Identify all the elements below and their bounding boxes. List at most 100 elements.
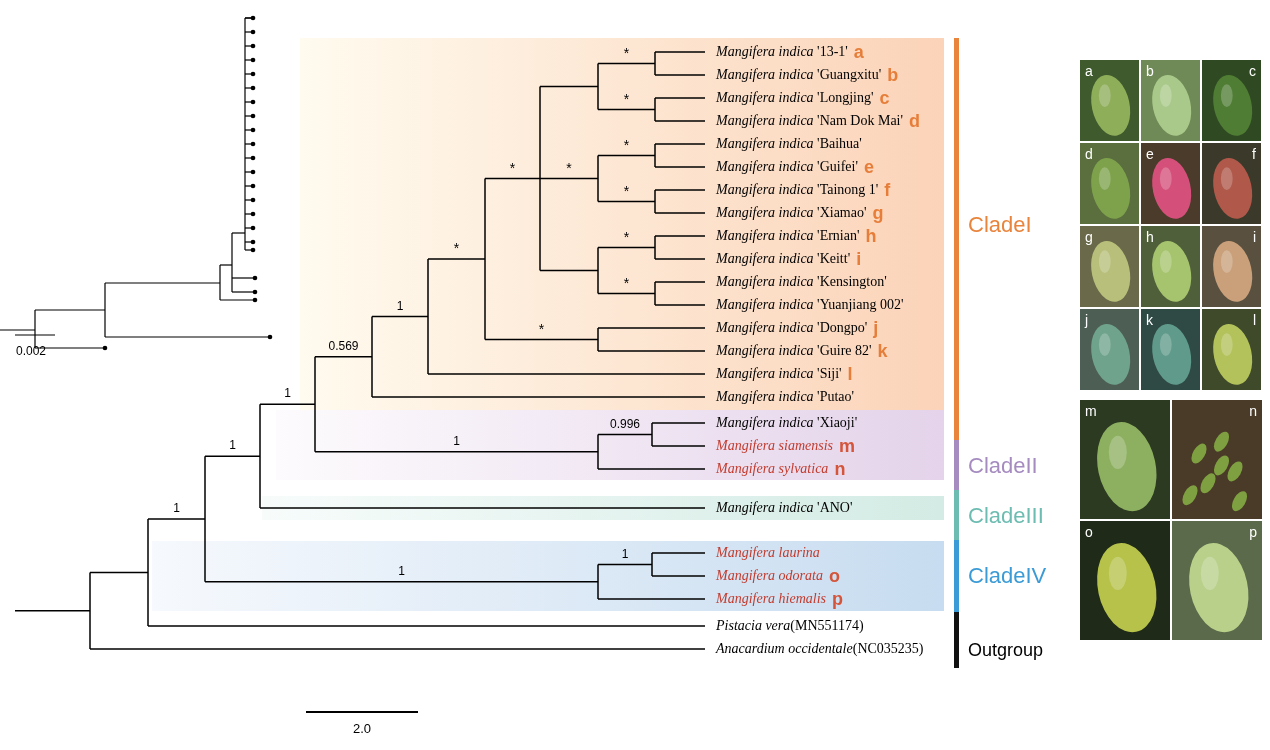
taxon-name: Mangifera indica 'Siji'	[716, 366, 842, 382]
species-name: Mangifera indica	[716, 297, 817, 312]
fruit-shape	[1147, 237, 1197, 305]
support-value: *	[510, 159, 515, 175]
fruit-photo	[1202, 143, 1261, 224]
tip-dot	[251, 44, 256, 49]
cultivar-name: 'Kensington'	[817, 274, 887, 289]
inset-branch	[35, 309, 105, 310]
clade-label: CladeII	[968, 453, 1038, 479]
taxon-name: Mangifera hiemalis	[716, 591, 826, 607]
fruit-shape	[1208, 71, 1258, 139]
fruit-photo	[1172, 400, 1262, 519]
fruit-shape	[1188, 441, 1209, 466]
tree-branch	[148, 518, 205, 520]
support-value: 1	[622, 548, 629, 562]
species-name: Mangifera indica	[716, 415, 817, 430]
fruit-shape	[1211, 453, 1232, 478]
taxon-name: Mangifera sylvatica	[716, 461, 828, 477]
photo-ground	[1080, 226, 1139, 307]
photo-callout: n	[834, 459, 845, 480]
cultivar-name: 'Xiamao'	[817, 205, 866, 220]
species-name: Mangifera indica	[716, 182, 817, 197]
support-value: 0.569	[328, 340, 358, 354]
support-value: 1	[229, 439, 236, 453]
cultivar-name: 'Guire 82'	[817, 343, 871, 358]
fruit-photo	[1080, 309, 1139, 390]
photo-ground	[1172, 400, 1262, 519]
cultivar-name: 'Siji'	[817, 366, 842, 381]
clade-label: CladeI	[968, 212, 1032, 238]
photo-callout: l	[848, 364, 853, 385]
fruit-highlight	[1221, 333, 1233, 356]
support-value: *	[454, 240, 459, 256]
cultivar-name: 'Keitt'	[817, 251, 850, 266]
scale-bar	[306, 711, 418, 713]
taxon-name: Anacardium occidentale(NC035235)	[716, 641, 924, 657]
cultivar-name: 'Yuanjiang 002'	[817, 297, 903, 312]
fruit-photo	[1080, 60, 1139, 141]
scale-label: 2.0	[353, 722, 371, 737]
fruit-highlight	[1099, 333, 1111, 356]
taxon-name: Mangifera indica 'Nam Dok Mai'	[716, 113, 903, 129]
photo-callout: k	[878, 341, 888, 362]
taxon-name: Mangifera indica '13-1'	[716, 44, 848, 60]
taxon-name: Mangifera indica 'Yuanjiang 002'	[716, 297, 903, 313]
photo-letter: d	[1085, 146, 1093, 162]
tip-dot	[253, 276, 258, 281]
fruit-photo	[1141, 309, 1200, 390]
species-name: Mangifera indica	[716, 320, 817, 335]
fruit-highlight	[1160, 250, 1172, 273]
fruit-shape	[1089, 537, 1164, 637]
cultivar-name: 'ANO'	[817, 500, 852, 515]
photo-callout: b	[887, 65, 898, 86]
photo-ground	[1141, 60, 1200, 141]
tip-dot	[251, 212, 256, 217]
fruit-highlight	[1221, 250, 1233, 273]
photo-callout: e	[864, 157, 874, 178]
inset-branch	[244, 18, 245, 250]
photo-callout: g	[872, 203, 883, 224]
fruit-photo	[1141, 60, 1200, 141]
species-name: Mangifera odorata	[716, 568, 823, 583]
photo-callout: h	[865, 226, 876, 247]
tip-dot	[251, 156, 256, 161]
photo-ground	[1202, 60, 1261, 141]
tip-dot	[251, 114, 256, 119]
taxon-name: Pistacia vera(MN551174)	[716, 618, 864, 634]
inset-branch	[0, 329, 35, 330]
species-name: Mangifera indica	[716, 366, 817, 381]
clade-bar	[954, 490, 959, 540]
inset-branch	[105, 336, 270, 337]
fruit-photo	[1202, 60, 1261, 141]
support-value: 1	[284, 387, 291, 401]
fruit-highlight	[1160, 167, 1172, 190]
inset-branch	[15, 334, 55, 335]
inset-branch	[231, 233, 232, 292]
photo-callout: d	[909, 111, 920, 132]
cultivar-name: (MN551174)	[790, 618, 863, 633]
photo-callout: p	[832, 589, 843, 610]
fruit-shape	[1211, 429, 1232, 454]
taxon-name: Mangifera indica 'Keitt'	[716, 251, 850, 267]
photo-letter: a	[1085, 63, 1093, 79]
species-name: Mangifera indica	[716, 159, 817, 174]
taxon-name: Mangifera indica 'Tainong 1'	[716, 182, 878, 198]
photo-ground	[1202, 226, 1261, 307]
fruit-highlight	[1160, 84, 1172, 107]
species-name: Mangifera indica	[716, 228, 817, 243]
taxon-name: Mangifera indica 'Guire 82'	[716, 343, 872, 359]
species-name: Mangifera indica	[716, 389, 817, 404]
fruit-photo	[1080, 143, 1139, 224]
fruit-shape	[1208, 237, 1258, 305]
photo-letter: h	[1146, 229, 1154, 245]
fruit-highlight	[1109, 557, 1127, 590]
fruit-photo	[1141, 226, 1200, 307]
cultivar-name: 'Baihua'	[817, 136, 862, 151]
tip-dot	[103, 346, 108, 351]
inset-branch	[104, 283, 105, 337]
fruit-shape	[1086, 237, 1136, 305]
cultivar-name: 'Putao'	[817, 389, 854, 404]
tip-dot	[253, 290, 258, 295]
support-value: 1	[397, 300, 404, 314]
species-name: Mangifera indica	[716, 251, 817, 266]
photo-callout: o	[829, 566, 840, 587]
